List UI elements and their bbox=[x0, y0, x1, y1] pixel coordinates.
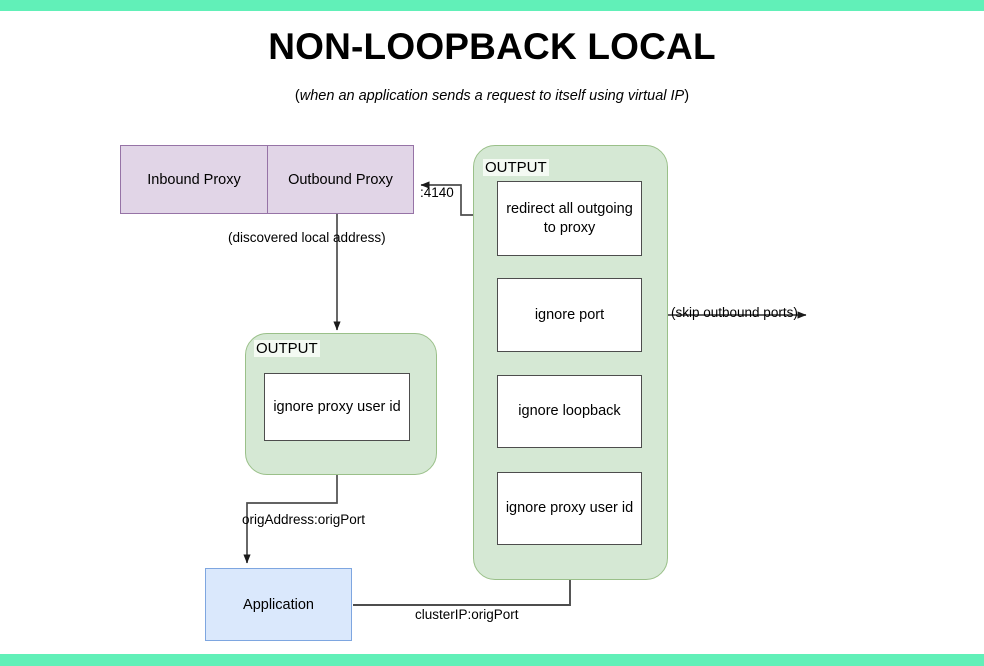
left-output-group-label: OUTPUT bbox=[254, 340, 320, 357]
edge-label-discovered-local-address: (discovered local address) bbox=[228, 230, 386, 245]
outbound-proxy-node[interactable]: Outbound Proxy bbox=[288, 171, 393, 188]
redirect-all-outgoing-to-proxy-box[interactable]: redirect all outgoing to proxy bbox=[497, 181, 642, 256]
page-subtitle: (when an application sends a request to … bbox=[0, 88, 984, 104]
application-box[interactable]: Application bbox=[205, 568, 352, 641]
ignore-port-box[interactable]: ignore port bbox=[497, 278, 642, 352]
proxy-container: Inbound Proxy Outbound Proxy bbox=[120, 145, 414, 214]
top-accent-band bbox=[0, 0, 984, 11]
bottom-accent-band bbox=[0, 654, 984, 666]
edge-label-orig-address-orig-port: origAddress:origPort bbox=[242, 512, 366, 527]
edge-label-port-4140: :4140 bbox=[420, 185, 454, 200]
edge-label-cluster-ip-orig-port: clusterIP:origPort bbox=[415, 607, 519, 622]
edge-label-skip-outbound-ports: (skip outbound ports) bbox=[671, 305, 798, 320]
subtitle-text: when an application sends a request to i… bbox=[299, 88, 685, 104]
inbound-proxy-node[interactable]: Inbound Proxy bbox=[121, 146, 268, 213]
ignore-loopback-box[interactable]: ignore loopback bbox=[497, 375, 642, 448]
subtitle-close-paren: ) bbox=[684, 88, 690, 104]
right-output-group-label: OUTPUT bbox=[483, 159, 549, 176]
redirect-box-text: redirect all outgoing to proxy bbox=[506, 200, 633, 238]
redirect-box-line2: to proxy bbox=[543, 219, 596, 236]
redirect-box-line1: redirect all outgoing bbox=[506, 200, 633, 217]
subtitle-open-paren: ( bbox=[294, 88, 300, 104]
left-ignore-proxy-user-id-box[interactable]: ignore proxy user id bbox=[264, 373, 410, 441]
page-title: NON-LOOPBACK LOCAL bbox=[268, 26, 716, 67]
right-ignore-proxy-user-id-box[interactable]: ignore proxy user id bbox=[497, 472, 642, 545]
